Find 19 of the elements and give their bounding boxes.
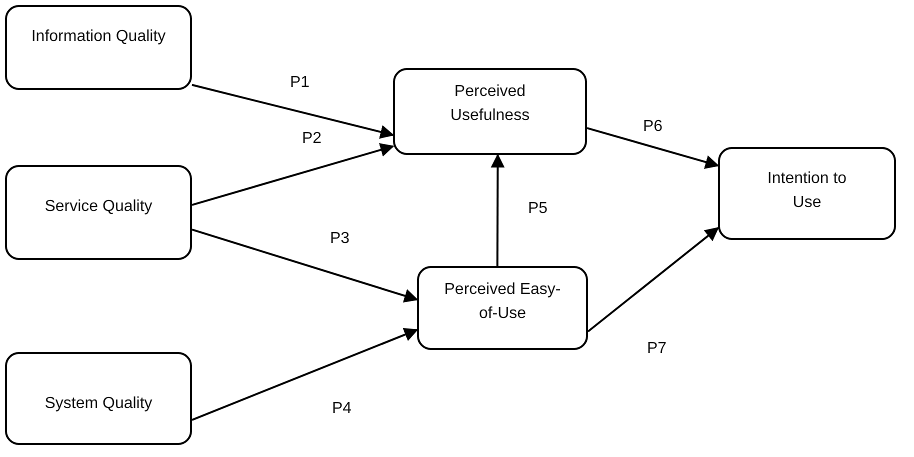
process-box bbox=[5, 352, 192, 445]
arrow bbox=[586, 127, 720, 169]
box-label: Service Quality bbox=[44, 197, 152, 217]
arrow bbox=[490, 154, 505, 266]
box-label: Perceived Easy-of-Use bbox=[443, 280, 562, 324]
process-box bbox=[417, 266, 588, 350]
box-label: Perceived Usefulness bbox=[449, 82, 531, 126]
process-box bbox=[718, 147, 896, 240]
box-label: Information Quality bbox=[31, 27, 166, 47]
arrow bbox=[587, 227, 720, 332]
process-box bbox=[393, 68, 587, 155]
arrow bbox=[192, 328, 418, 421]
arrow bbox=[192, 143, 394, 206]
process-box bbox=[5, 5, 192, 90]
arrow bbox=[192, 84, 394, 139]
process-box bbox=[5, 165, 192, 260]
arrow bbox=[192, 228, 418, 303]
box-label: System Quality bbox=[44, 394, 152, 414]
box-label: Intention to Use bbox=[766, 169, 848, 213]
